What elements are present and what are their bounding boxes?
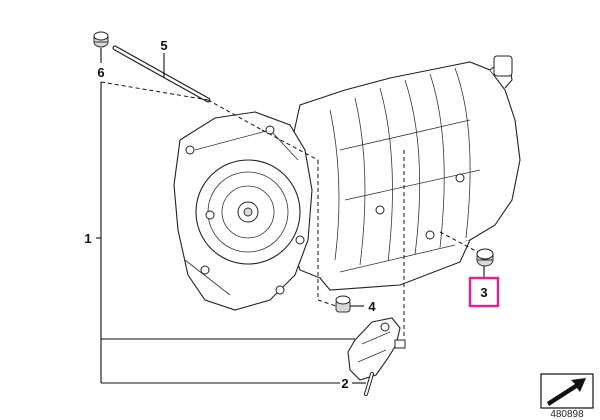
callout-6: 6 [97, 65, 104, 80]
leader-lines [96, 48, 485, 384]
part-6-plug [93, 31, 109, 48]
part-3-plug [476, 248, 494, 267]
callout-4: 4 [368, 299, 376, 314]
dashed-leader-lines [100, 81, 479, 339]
part-4-sleeve [335, 295, 351, 313]
document-number: 480898 [550, 409, 584, 420]
arrow-direction-icon [540, 373, 594, 409]
selector-bracket [347, 317, 406, 381]
callout-5: 5 [160, 38, 167, 53]
callout-2: 2 [341, 376, 348, 391]
callout-3-highlight-box [468, 276, 500, 308]
callout-3: 3 [480, 285, 487, 300]
part-5-rod [112, 45, 211, 103]
callout-1: 1 [84, 231, 91, 246]
part-2-pin [364, 372, 374, 396]
transmission-illustration [173, 55, 521, 311]
